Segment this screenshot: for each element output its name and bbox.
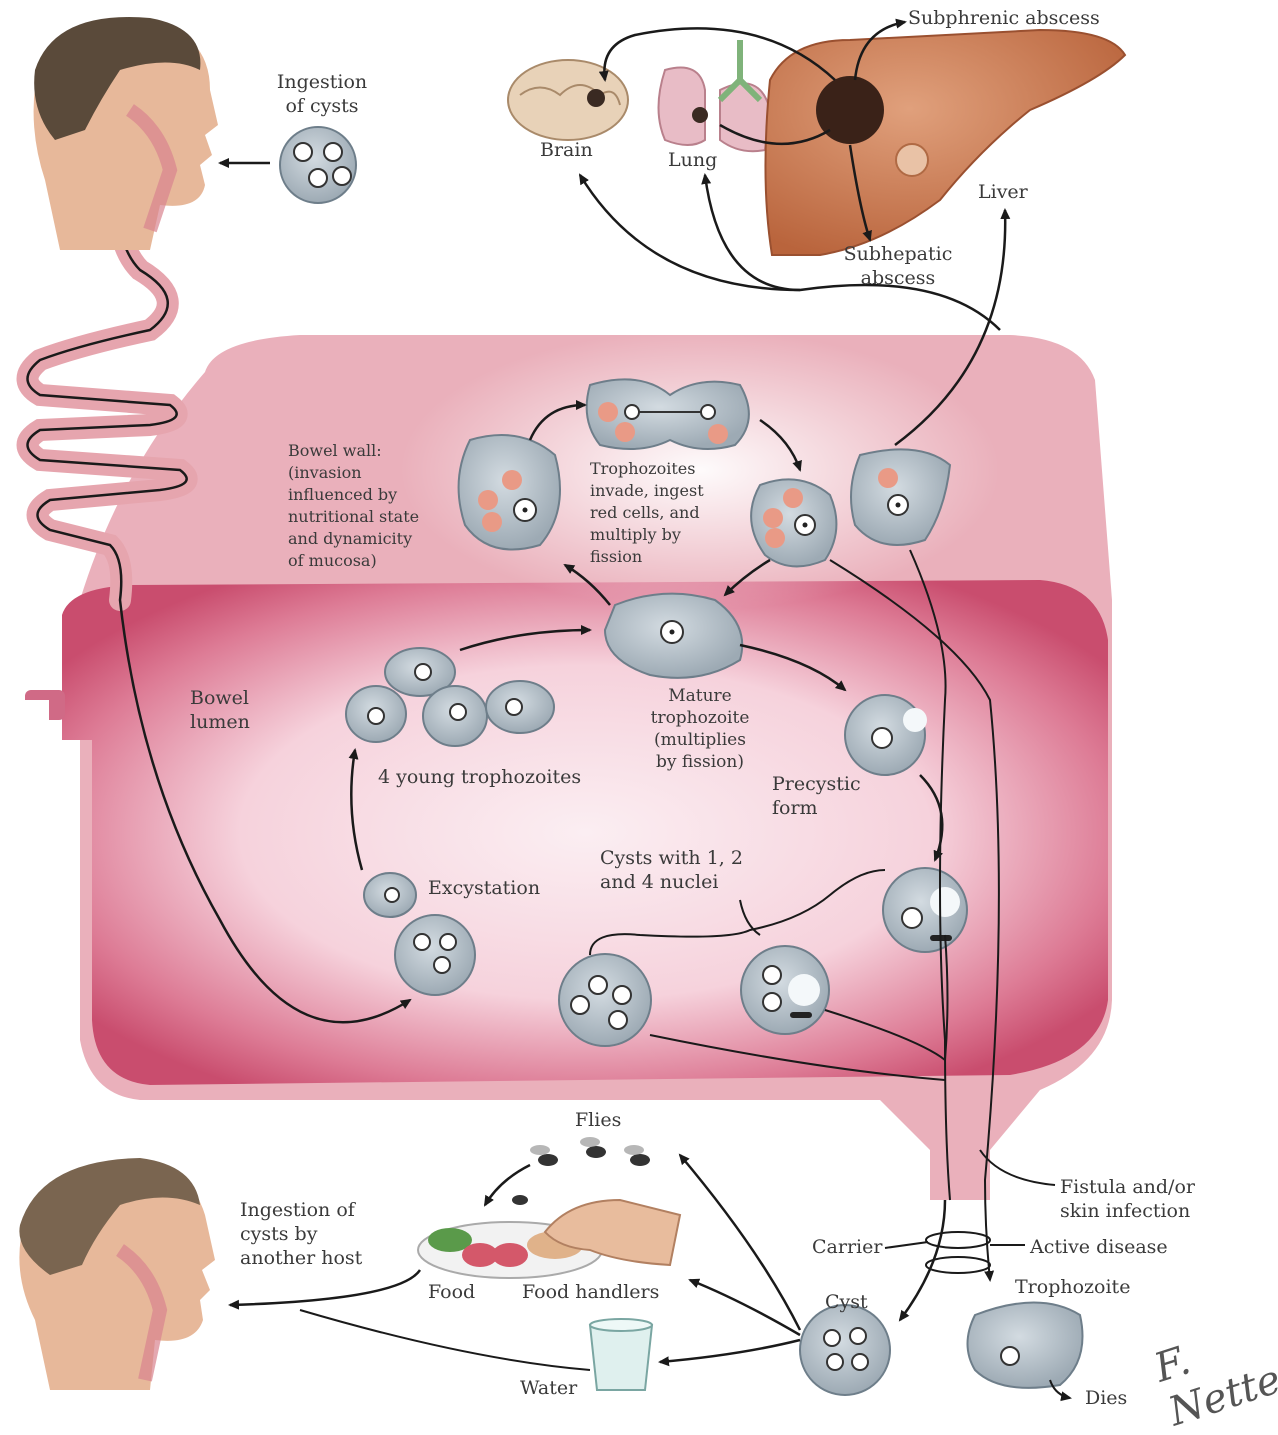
label-food-handlers: Food handlers	[522, 1280, 659, 1304]
liver	[765, 30, 1125, 255]
label-active-disease: Active disease	[1030, 1235, 1168, 1259]
label-bowel-lumen: Bowel lumen	[190, 686, 250, 734]
label-subphrenic-abscess: Subphrenic abscess	[908, 6, 1100, 30]
exit-trophozoite	[968, 1303, 1083, 1388]
water-glass	[590, 1319, 652, 1390]
label-excystation: Excystation	[428, 876, 540, 900]
label-trophozoite: Trophozoite	[1015, 1275, 1130, 1299]
label-flies: Flies	[575, 1108, 621, 1132]
label-trophozoites-invade: Trophozoites invade, ingest red cells, a…	[590, 458, 704, 568]
lung	[659, 40, 771, 151]
brain	[508, 60, 628, 140]
precystic-form	[845, 695, 927, 775]
flies	[530, 1137, 650, 1166]
label-cyst: Cyst	[825, 1290, 868, 1314]
label-bowel-wall: Bowel wall: (invasion influenced by nutr…	[288, 440, 419, 572]
label-mature-trophozoite: Mature trophozoite (multiplies by fissio…	[651, 685, 750, 773]
label-liver: Liver	[978, 180, 1028, 204]
host-head-bottom	[19, 1158, 215, 1390]
cyst-one-nucleus	[883, 868, 967, 952]
label-ingestion-another-host: Ingestion of cysts by another host	[240, 1198, 362, 1270]
host-head-top	[34, 17, 218, 250]
label-brain: Brain	[540, 138, 593, 162]
label-young-trophozoites: 4 young trophozoites	[378, 765, 581, 789]
label-water: Water	[520, 1376, 577, 1400]
label-cysts-nuclei: Cysts with 1, 2 and 4 nuclei	[600, 846, 743, 894]
label-ingestion-of-cysts: Ingestion of cysts	[277, 70, 367, 118]
label-dies: Dies	[1085, 1386, 1127, 1410]
label-precystic-form: Precystic form	[772, 772, 861, 820]
label-subhepatic-abscess: Subhepatic abscess	[844, 242, 953, 290]
label-carrier: Carrier	[812, 1235, 882, 1259]
exit-cyst	[800, 1305, 890, 1395]
wall-trophozoite-right	[751, 479, 836, 566]
label-food: Food	[428, 1280, 475, 1304]
cyst-four-nuclei	[559, 954, 651, 1046]
wall-trophozoite-left	[459, 435, 560, 550]
cyst-two-nuclei	[741, 946, 829, 1034]
label-fistula: Fistula and/or skin infection	[1060, 1175, 1195, 1223]
ingested-cyst	[280, 127, 356, 203]
label-lung: Lung	[668, 148, 717, 172]
